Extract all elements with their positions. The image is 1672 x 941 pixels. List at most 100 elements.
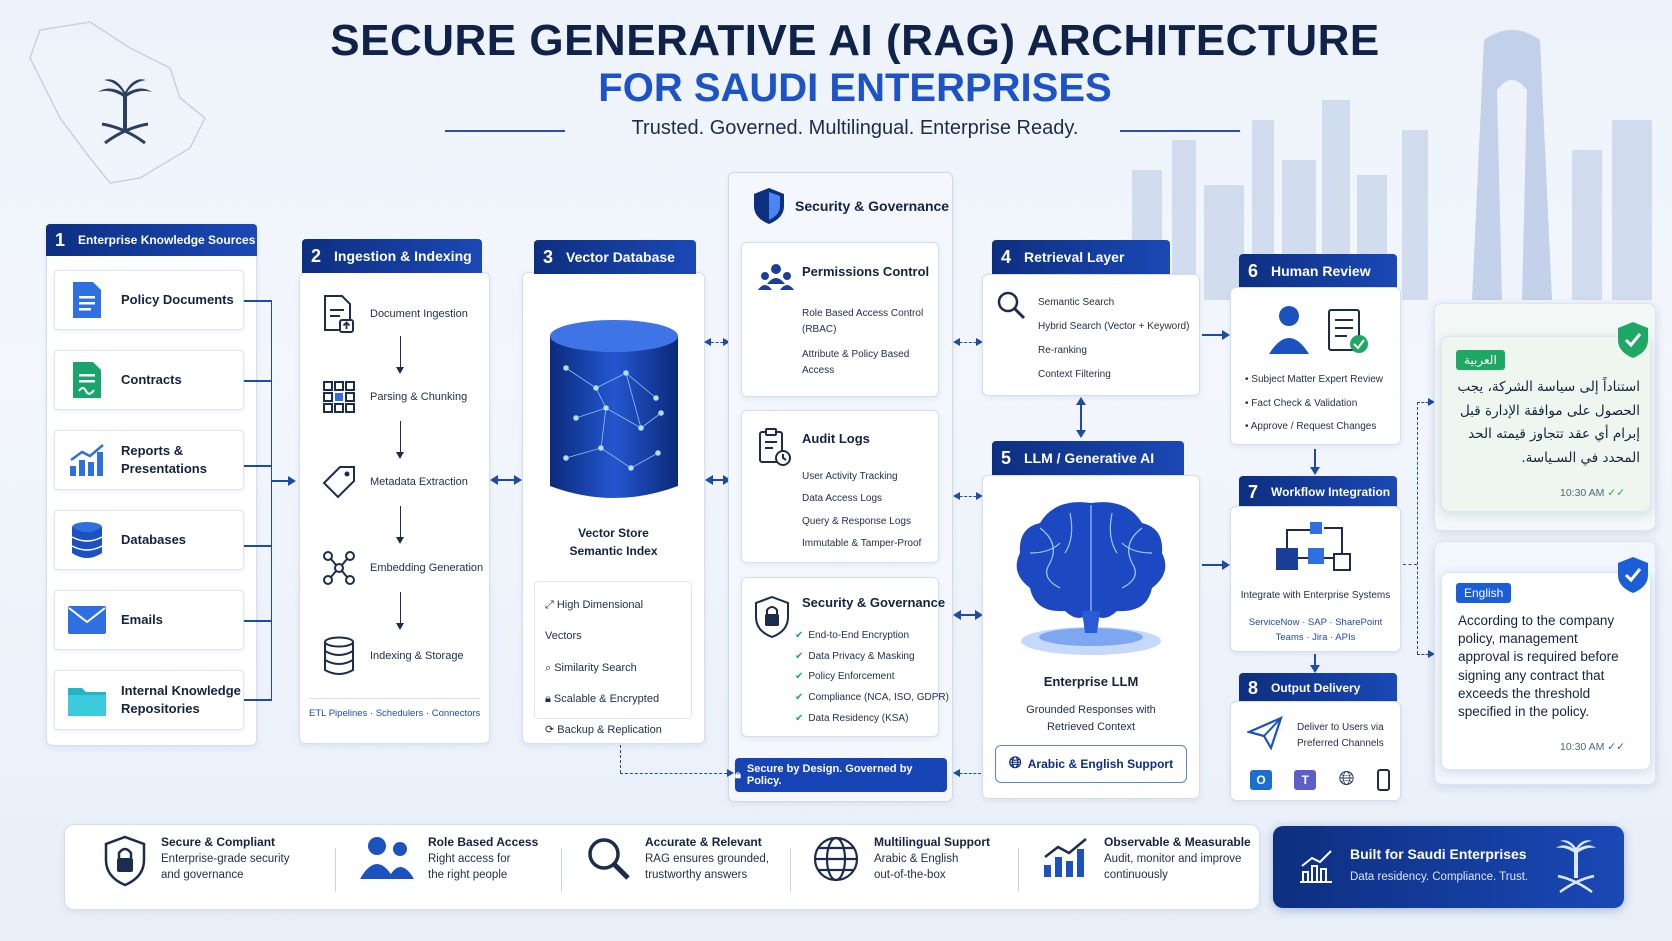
permission-item: (RBAC) [802, 323, 837, 335]
review-item: • Approve / Request Changes [1245, 421, 1377, 433]
llm-title: LLM / Generative AI [1024, 450, 1155, 466]
answer-line: signing any contract that [1458, 667, 1605, 683]
review-header: 6 Human Review [1239, 254, 1397, 288]
dashed-link [953, 769, 981, 777]
mobile-icon[interactable] [1376, 768, 1390, 791]
audit-item: User Activity Tracking [802, 471, 898, 482]
answer-line: إبرام أي عقد تتجاوز قيمته الحد [1468, 426, 1640, 443]
source-label: Emails [121, 611, 163, 627]
teams-icon[interactable]: T [1294, 769, 1317, 790]
footer-item: ETL Pipelines [309, 708, 368, 719]
main-title: SECURE GENERATIVE AI (RAG) ARCHITECTURE [330, 16, 1380, 65]
systems-row: Teams · Jira · APIs [1275, 632, 1356, 644]
dashed-link [1417, 402, 1418, 654]
database-icon [65, 518, 109, 562]
ingestion-panel [299, 272, 490, 744]
arrow-head [1310, 467, 1320, 475]
feature-title: Role Based Access [428, 835, 539, 849]
web-globe-icon[interactable]: 🌐︎ [1338, 768, 1355, 790]
step-label: Document Ingestion [370, 308, 468, 320]
workflow-desc: Integrate with Enterprise Systems [1240, 590, 1391, 601]
review-panel [1230, 287, 1401, 445]
retrieval-title: Retrieval Layer [1024, 249, 1125, 265]
answer-line: approval is required before [1458, 649, 1619, 665]
arrow-head [1310, 665, 1320, 673]
shield-icon [754, 188, 784, 224]
arrow-retrieval-review [1202, 330, 1230, 340]
answer-line: specified in the policy. [1458, 704, 1590, 720]
output-step-number: 8 [1247, 677, 1258, 698]
users-icon [758, 264, 794, 290]
source-contracts[interactable]: Contracts [54, 350, 244, 410]
channel-icons: O T 🌐︎ [1250, 768, 1390, 791]
arabic-timestamp: 10:30 AM ✓✓ [1560, 487, 1625, 499]
globe-icon: 🌐︎ [1008, 755, 1022, 772]
step-parsing-chunking: Parsing & Chunking [322, 380, 467, 414]
divider [309, 698, 480, 699]
source-label: Internal Knowledge [121, 682, 241, 698]
security-items: ✔End-to-End Encryption ✔Data Privacy & M… [795, 626, 949, 729]
growth-chart-icon [1300, 850, 1332, 883]
brain-icon [1016, 502, 1166, 655]
source-policy-documents[interactable]: Policy Documents [54, 270, 244, 330]
source-label: Reports & [121, 442, 184, 458]
workflow-systems: ServiceNow · SAP · SharePoint Teams · Ji… [1230, 615, 1401, 645]
check-icon: ✔ [795, 630, 804, 641]
source-label-line2: Presentations [121, 461, 207, 476]
expert-review-icon [1269, 306, 1368, 354]
verified-shield-icon [1618, 557, 1648, 593]
vector-header: 3 Vector Database [534, 240, 696, 274]
step-label: Metadata Extraction [370, 476, 468, 488]
chat-message-english[interactable] [1441, 572, 1651, 770]
source-reports[interactable]: Reports & Presentations [54, 430, 244, 490]
source-label-wrap: Reports & Presentations [121, 442, 207, 478]
answer-line: استناداً إلى سياسة الشركة، يجب [1457, 379, 1640, 395]
source-emails[interactable]: Emails [54, 590, 244, 650]
vector-step-number: 3 [542, 246, 553, 267]
feature-divider [561, 848, 562, 892]
retrieval-item: Hybrid Search (Vector + Keyword) [1038, 321, 1190, 332]
secure-by-design-banner: 🔒︎Secure by Design. Governed by Policy. [735, 758, 947, 792]
step-label: Embedding Generation [370, 562, 484, 574]
llm-desc-line: Grounded Responses with [1026, 704, 1156, 716]
source-databases[interactable]: Databases [54, 510, 244, 570]
step-embedding-generation: Embedding Generation [322, 550, 483, 586]
arabic-language-badge: العربية [1456, 350, 1505, 370]
tagline-right-line [1120, 130, 1240, 132]
output-desc-line: Preferred Channels [1297, 737, 1384, 749]
network-nodes-icon [323, 551, 355, 585]
english-timestamp: 10:30 AM ✓✓ [1560, 741, 1625, 753]
review-workflow-link [1314, 449, 1316, 469]
ingestion-title: Ingestion & Indexing [334, 248, 472, 264]
arabic-answer-text: استناداً إلى سياسة الشركة، يجب الحصول عل… [1456, 376, 1640, 471]
arrow-vector-governance [705, 475, 731, 485]
vector-features: ⤢ High Dimensional Vectors ⌕ Similarity … [534, 581, 692, 736]
document-icon [65, 278, 109, 322]
sources-title: Enterprise Knowledge Sources [78, 233, 256, 247]
users-icon [360, 837, 414, 879]
tagline-left-line [445, 130, 565, 132]
llm-header: 5 LLM / Generative AI [992, 441, 1184, 475]
retrieval-step-number: 4 [1000, 246, 1011, 267]
flow-arrow [396, 506, 404, 544]
systems-row: ServiceNow · SAP · SharePoint [1248, 617, 1383, 628]
connector [244, 545, 272, 547]
arrow-ingestion-vector [490, 475, 522, 485]
permission-item: Attribute & Policy Based [802, 349, 910, 360]
dashed-link [1403, 564, 1417, 565]
shield-lock-icon [755, 595, 789, 639]
workflow-diagram-icon [1276, 522, 1351, 571]
search-icon: ⌕ [545, 661, 555, 674]
vector-feature: ⟳ Backup & Replication [545, 724, 662, 737]
lock-icon: 🔒︎ [735, 768, 741, 781]
chart-icon [65, 438, 109, 482]
english-language-badge: English [1456, 583, 1512, 603]
outlook-icon[interactable]: O [1250, 769, 1272, 790]
english-answer-text: According to the company policy, managem… [1458, 612, 1648, 721]
answer-line: According to the company [1458, 613, 1615, 628]
